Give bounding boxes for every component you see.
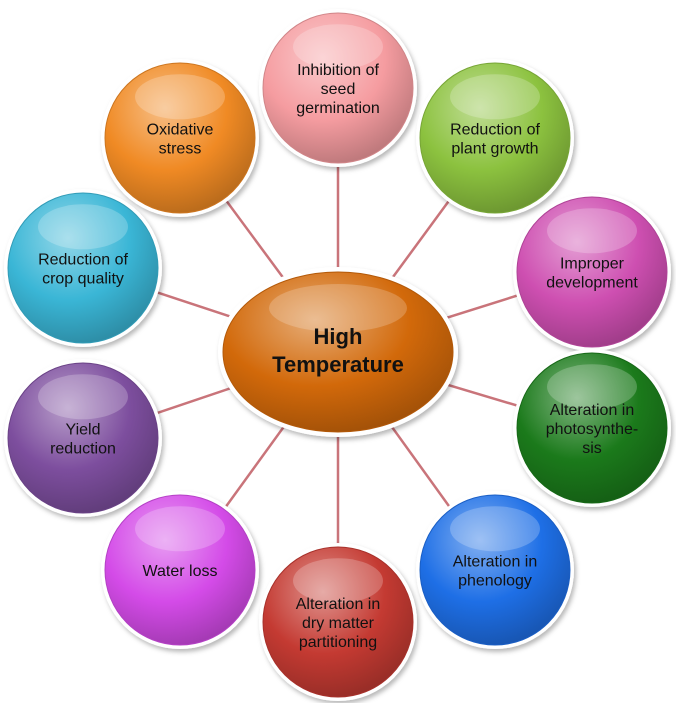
node-label: Water loss xyxy=(143,563,218,580)
effect-node-water-loss: Water loss xyxy=(101,491,259,649)
